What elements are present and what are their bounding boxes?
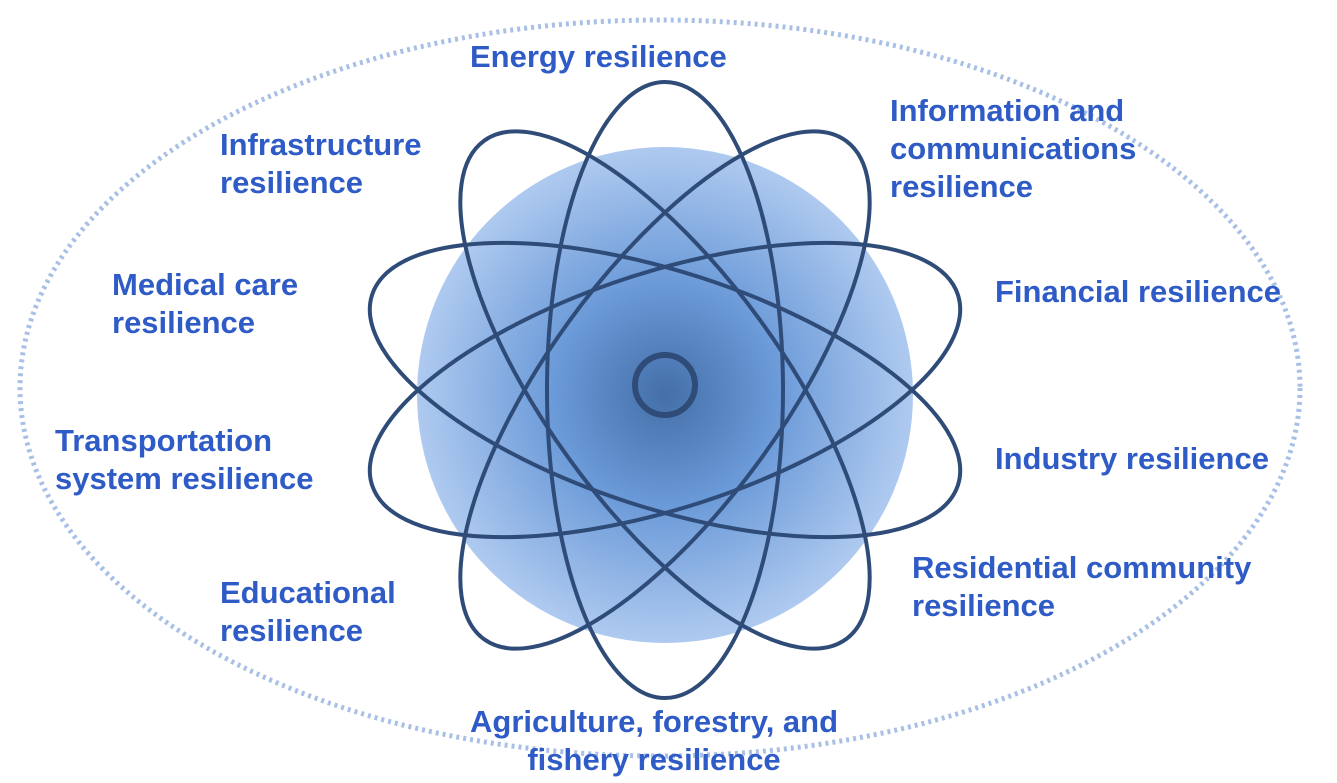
label-infrastructure-resilience: Infrastructure resilience: [220, 126, 422, 202]
center-disc: [417, 147, 913, 643]
label-line: fishery resilience: [527, 742, 781, 777]
label-line: resilience: [220, 613, 364, 648]
petal-ellipse: [458, 129, 872, 651]
label-information-communications-resilience: Information and communications resilienc…: [890, 92, 1136, 206]
label-agriculture-forestry-fishery-resilience: Agriculture, forestry, and fishery resil…: [470, 703, 838, 779]
center-ring: [632, 352, 698, 418]
label-transportation-system-resilience: Transportation system resilience: [55, 422, 314, 498]
petal-ellipse: [545, 80, 785, 700]
label-line: Financial resilience: [995, 274, 1282, 309]
label-line: system resilience: [55, 461, 314, 496]
label-line: communications: [890, 131, 1137, 166]
label-line: Industry resilience: [995, 441, 1269, 476]
label-line: resilience: [220, 165, 364, 200]
label-line: resilience: [890, 169, 1034, 204]
petal-ellipse: [367, 240, 963, 540]
petal-ellipse: [458, 129, 872, 651]
label-line: Information and: [890, 93, 1125, 128]
label-residential-community-resilience: Residential community resilience: [912, 549, 1251, 625]
label-line: Agriculture, forestry, and: [470, 704, 839, 739]
outer-dashed-ellipse: [17, 17, 1303, 759]
label-industry-resilience: Industry resilience: [995, 440, 1269, 478]
label-medical-care-resilience: Medical care resilience: [112, 266, 298, 342]
label-line: Transportation: [55, 423, 273, 458]
label-line: Residential community: [912, 550, 1252, 585]
label-line: Infrastructure: [220, 127, 422, 162]
label-energy-resilience: Energy resilience: [470, 38, 727, 76]
petal-ellipse: [367, 240, 963, 540]
label-financial-resilience: Financial resilience: [995, 273, 1281, 311]
label-line: resilience: [912, 588, 1056, 623]
petal-ellipses: [367, 80, 963, 700]
label-line: Educational: [220, 575, 396, 610]
label-educational-resilience: Educational resilience: [220, 574, 396, 650]
label-line: resilience: [112, 305, 256, 340]
label-line: Medical care: [112, 267, 299, 302]
label-line: Energy resilience: [470, 39, 727, 74]
